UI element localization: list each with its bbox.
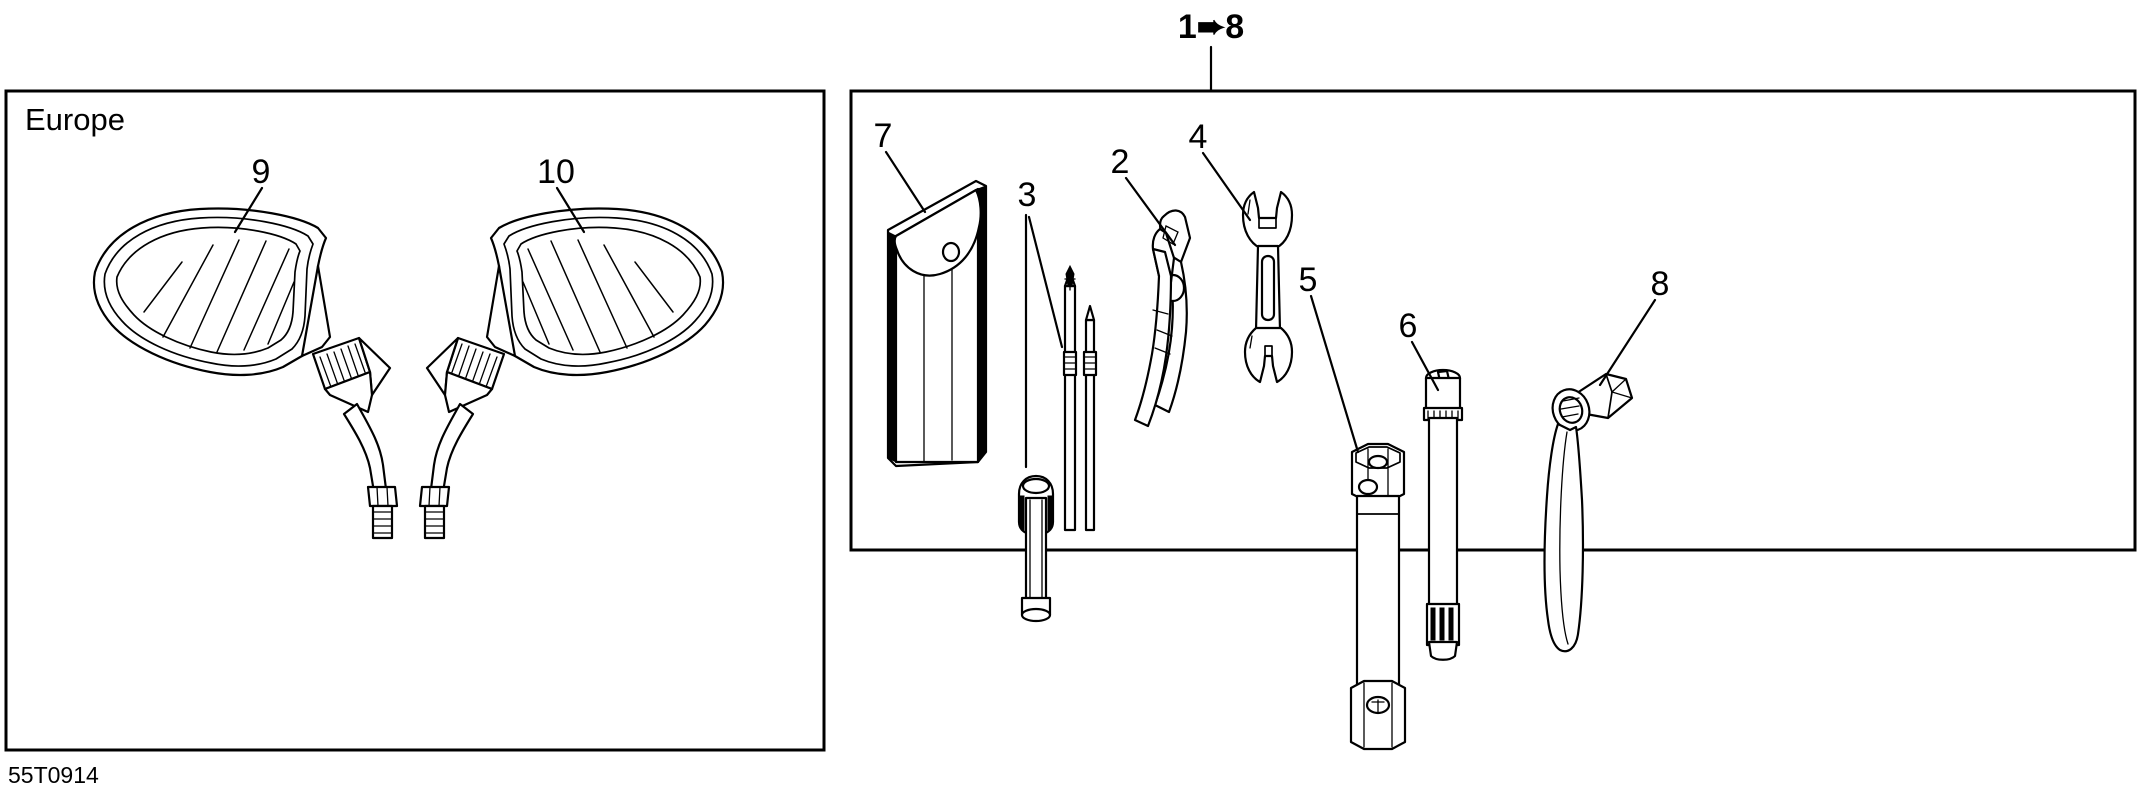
callout-7-label: 7 <box>874 117 893 155</box>
callout-10-label: 10 <box>537 153 575 191</box>
figure-code: 55T0914 <box>8 762 99 788</box>
callout-5-label: 5 <box>1299 261 1318 299</box>
europe-mirrors-panel <box>4 89 826 752</box>
screwdriver-cap <box>1021 477 1051 495</box>
callout-7-leader <box>884 150 927 214</box>
callout-8-label: 8 <box>1651 265 1670 303</box>
callout-2-label: 2 <box>1111 143 1130 181</box>
pliers-part: 2 <box>1111 143 1192 428</box>
adapter-flutes <box>1430 607 1454 641</box>
callout-6-label: 6 <box>1399 307 1418 345</box>
mirror-right-glass-hatching <box>522 239 674 353</box>
callout-4-label: 4 <box>1189 118 1208 156</box>
callout-5-leader <box>1309 294 1360 454</box>
callout-6-leader <box>1410 340 1440 392</box>
mirror-left-assembly: 9 <box>92 153 399 540</box>
callout-2-leader <box>1124 176 1177 247</box>
callout-10-leader <box>555 186 586 234</box>
callout-3-label: 3 <box>1018 176 1037 214</box>
mirror-right-collar-ribs <box>450 343 498 388</box>
spark-plug-socket-part: 5 <box>1299 261 1407 751</box>
mirror-left-bolt-threads <box>372 511 393 534</box>
screwdriver-part: 3 <box>1018 176 1098 623</box>
mirror-right-assembly <box>418 207 725 540</box>
callout-3-leader-b <box>1027 215 1064 349</box>
mirror-left-glass-hatching <box>143 239 295 353</box>
callout-9-leader <box>233 186 264 234</box>
wrench-handle-bar-part: 8 <box>1543 265 1670 653</box>
mirror-right-bolt-threads <box>424 511 445 534</box>
pouch-snap-button <box>941 241 961 263</box>
callout-8-leader <box>1598 298 1657 387</box>
mirror-left-collar-ribs <box>319 343 367 388</box>
open-end-wrench-part: 4 <box>1189 118 1294 384</box>
callout-9-label: 9 <box>252 153 271 191</box>
screwdriver-ferrule <box>1020 607 1052 623</box>
handle-ring-splines <box>1560 397 1580 418</box>
socket-adapter-part: 6 <box>1399 307 1464 661</box>
callout-4-leader <box>1201 151 1252 222</box>
parts-range-label: 1➨8 <box>1178 8 1244 46</box>
tool-kit-panel <box>849 89 2137 552</box>
region-label-europe: Europe <box>25 102 125 137</box>
tool-pouch-part: 7 <box>874 117 988 468</box>
